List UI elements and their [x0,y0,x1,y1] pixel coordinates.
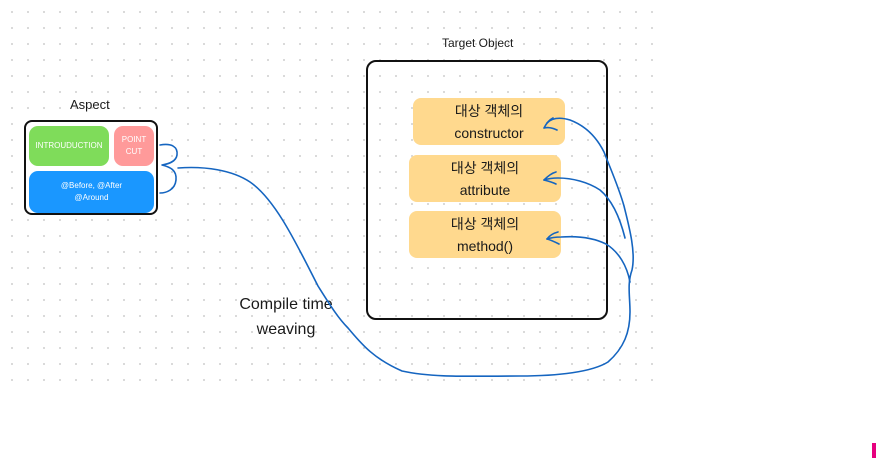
aspect-title: Aspect [70,97,110,112]
member-line1: 대상 객체의 [450,215,520,232]
target-member-constructor[interactable]: 대상 객체의 constructor [413,98,565,145]
member-line2: method() [456,237,514,254]
aspect-box[interactable]: INTROUDUCTION POINT CUT @Before, @After … [24,120,158,215]
pink-marker [872,443,876,458]
member-line2: attribute [459,181,511,198]
advice-block[interactable]: @Before, @After @Around [29,171,154,213]
member-line2: constructor [454,124,524,141]
target-member-method[interactable]: 대상 객체의 method() [409,211,561,258]
pointcut-block[interactable]: POINT CUT [114,126,154,166]
target-member-attribute[interactable]: 대상 객체의 attribute [409,155,561,202]
member-line1: 대상 객체의 [454,102,524,119]
target-object-title: Target Object [442,36,514,50]
member-line1: 대상 객체의 [450,159,520,176]
introduction-block[interactable]: INTROUDUCTION [29,126,109,166]
weaving-label: Compile time weaving [239,296,333,338]
